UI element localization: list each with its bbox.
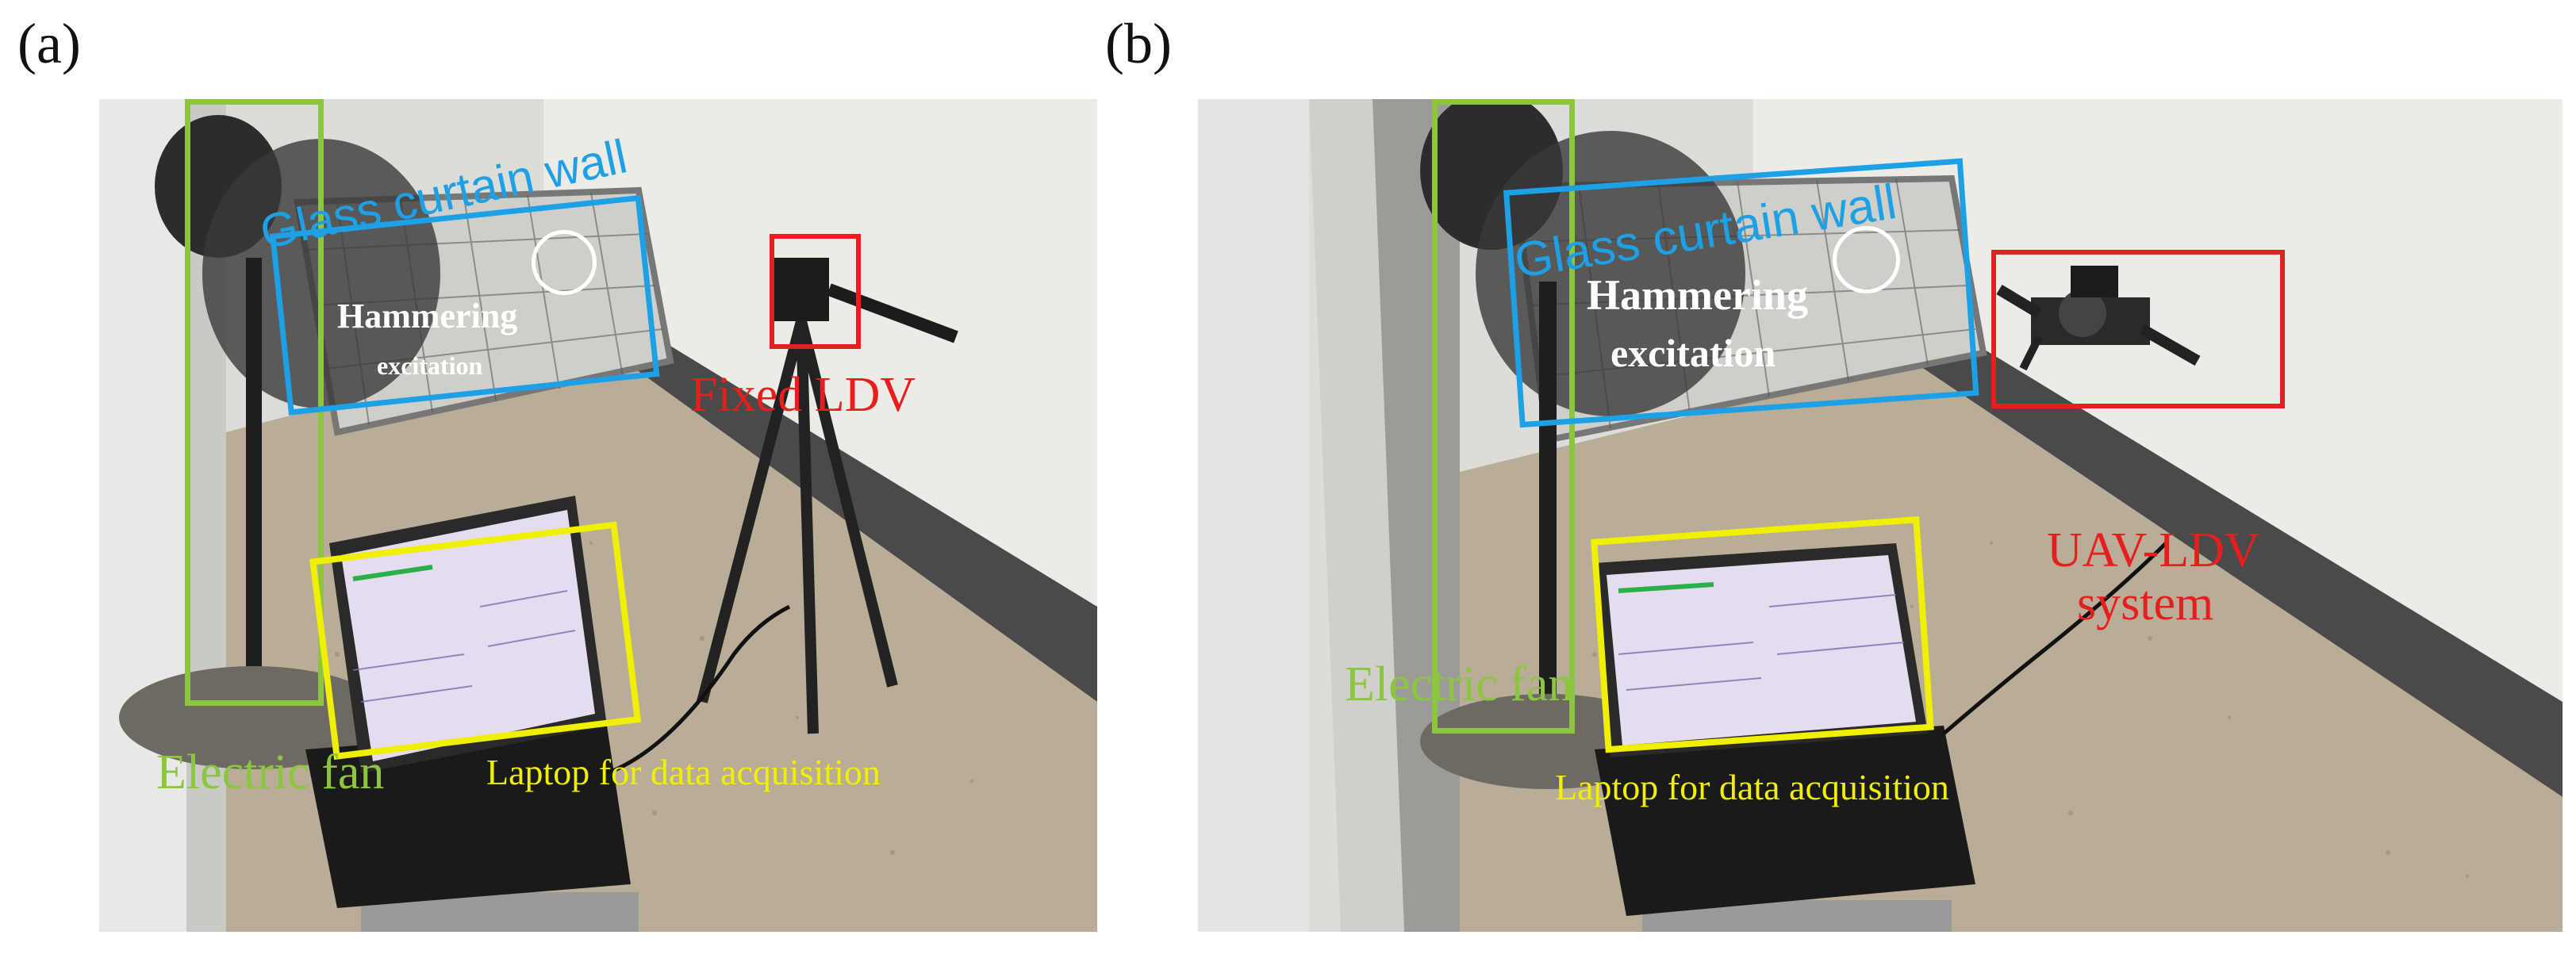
hammering-label-line2: excitation: [377, 351, 483, 380]
laptop-box: [1591, 516, 1934, 753]
laptop-label: Laptop for data acquisition: [486, 752, 881, 792]
panel-a-photo: Glass curtain wall Hammering excitation …: [99, 99, 1097, 932]
hammering-label-line1: Hammering: [337, 297, 518, 335]
electric-fan-box: [185, 99, 324, 706]
panel-b-photo: Glass curtain wall Hammering excitation …: [1198, 99, 2563, 932]
hammering-label-line1: Hammering: [1587, 271, 1808, 319]
panel-a-label: (a): [17, 12, 81, 75]
electric-fan-box: [1432, 99, 1575, 734]
uav-ldv-box: [1991, 250, 2285, 408]
panel-b-label: (b): [1105, 12, 1172, 75]
electric-fan-label: Electric fan: [156, 745, 385, 799]
hammering-point-circle: [532, 230, 597, 295]
uav-ldv-label-line1: UAV-LDV: [2047, 523, 2260, 577]
laptop-box: [309, 521, 642, 761]
electric-fan-label: Electric fan: [1345, 657, 1573, 711]
fixed-ldv-label: Fixed LDV: [690, 368, 916, 422]
hammering-label-line2: excitation: [1610, 331, 1776, 375]
uav-ldv-label-line2: system: [2077, 577, 2214, 630]
fixed-ldv-box: [770, 234, 861, 349]
panel-a-scene: [99, 99, 1097, 932]
panel-b-scene: [1198, 99, 2563, 932]
laptop-label: Laptop for data acquisition: [1555, 767, 1949, 807]
hammering-point-circle: [1833, 226, 1900, 293]
